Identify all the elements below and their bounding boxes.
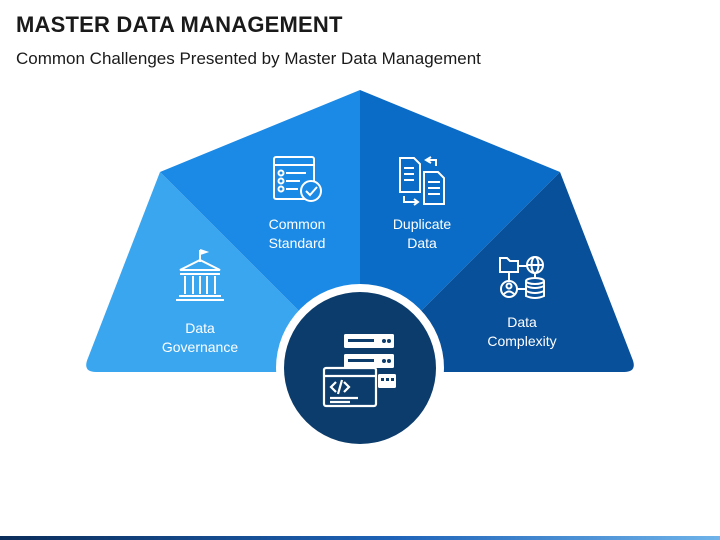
segment-label-line1: Duplicate — [393, 216, 452, 232]
segment-data-governance — [86, 172, 300, 372]
segment-label-line2: Standard — [269, 235, 326, 251]
footer-accent-bar — [0, 536, 720, 540]
data-network-icon — [499, 256, 545, 299]
segment-label-line2: Data — [407, 235, 437, 251]
duplicate-documents-icon — [399, 156, 445, 206]
segment-data-complexity — [420, 172, 634, 372]
server-code-icon — [322, 334, 396, 408]
segment-duplicate-data — [360, 90, 560, 312]
segment-label-line1: Common — [269, 216, 326, 232]
page-subtitle: Common Challenges Presented by Master Da… — [16, 49, 481, 68]
segment-label-line1: Data — [185, 320, 215, 336]
bank-building-icon — [176, 249, 224, 301]
segment-label-line2: Governance — [162, 339, 238, 355]
segment-label-line2: Complexity — [487, 333, 556, 349]
page-title: MASTER DATA MANAGEMENT — [16, 12, 343, 37]
segment-label-line1: Data — [507, 314, 537, 330]
checklist-icon — [273, 156, 322, 202]
segment-common-standard — [160, 90, 360, 312]
